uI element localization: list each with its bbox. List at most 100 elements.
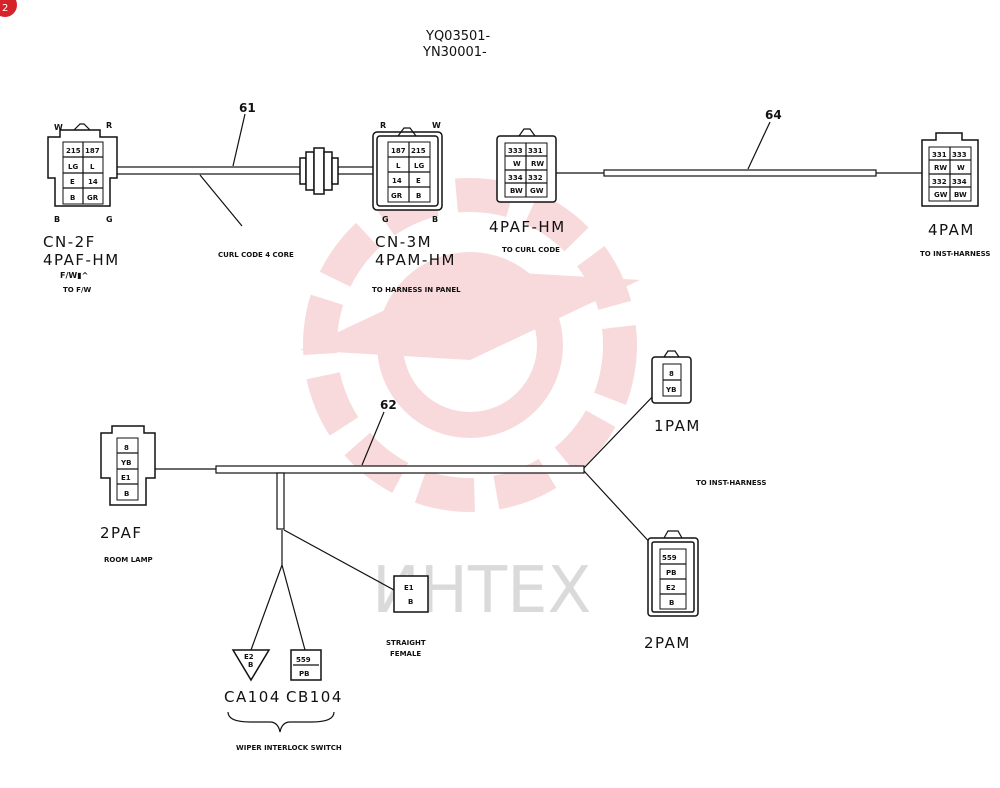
grommet-part — [305, 151, 315, 191]
connector-1pam-type: 1PAM — [654, 417, 701, 435]
wire-number-62: 62 — [380, 398, 397, 412]
leader-62 — [361, 411, 385, 466]
label-female: FEMALE — [390, 650, 421, 658]
pin-label: 334 — [508, 174, 523, 182]
connector-ca104: E2 B — [231, 649, 271, 682]
header-line1: YQ03501- — [425, 29, 491, 44]
latch-icon — [397, 127, 417, 137]
pin-label: 331 — [932, 151, 947, 159]
pin-label: 559 — [662, 554, 677, 562]
wire-to-cb104 — [281, 564, 306, 651]
header-line2: YN30001- — [422, 45, 487, 60]
label-wiper-interlock: WIPER INTERLOCK SWITCH — [236, 744, 342, 752]
connector-4paf-hm: 333 331 W RW 334 332 BW GW — [496, 128, 557, 203]
connector-cb104-type: CB104 — [286, 688, 343, 706]
brace-icon — [227, 711, 335, 733]
pin-label: E2 — [244, 653, 254, 661]
corner-badge-text: 2 — [2, 3, 8, 14]
pin-label: W — [513, 160, 521, 168]
pin-label: GR — [391, 192, 403, 200]
pin-label: PB — [299, 670, 309, 678]
connector-cn-2f: 215 187 LG L E 14 B GR — [47, 123, 118, 207]
pin-label: 215 — [66, 147, 81, 155]
leader-61 — [232, 113, 246, 167]
cn-2f-dest: TO F/W — [63, 286, 92, 294]
connector-4pam-type: 4PAM — [928, 221, 975, 239]
pin-label: B — [669, 599, 674, 607]
label-to-inst-harness-a: TO INST-HARNESS — [920, 250, 990, 258]
harness-61 — [115, 147, 375, 195]
connector-cb104: 559 PB — [290, 649, 322, 681]
label-straight: STRAIGHT — [386, 639, 426, 647]
pin-label: YB — [120, 459, 131, 467]
pin-label: GW — [934, 191, 948, 199]
pin-label: RW — [934, 164, 947, 172]
connector-ca104-type: CA104 — [224, 688, 281, 706]
pin-label: YB — [665, 386, 676, 394]
cn-2f-mark-tl: W — [54, 123, 63, 132]
cn-3m-mark-bl: G — [382, 215, 389, 224]
wire-to-2pam — [583, 470, 655, 548]
connector-cn-3m: 187 215 L LG 14 E GR B — [372, 127, 443, 211]
leader-64 — [747, 121, 771, 170]
harness-62 — [215, 465, 585, 474]
latch-icon — [663, 350, 680, 358]
pin-label: 14 — [392, 177, 402, 185]
grommet-part — [299, 157, 307, 185]
pin-label: E1 — [404, 584, 414, 592]
label-to-harness-panel: TO HARNESS IN PANEL — [372, 286, 461, 294]
pin-label: LG — [414, 162, 424, 170]
label-curl-code: CURL CODE 4 CORE — [218, 251, 294, 259]
pin-label: GW — [530, 187, 544, 195]
pin-label: 14 — [88, 178, 98, 186]
pin-label: E1 — [121, 474, 131, 482]
corner-badge: 2 — [0, 0, 17, 17]
pin-label: E — [416, 177, 421, 185]
cn-2f-mark-bl: B — [54, 215, 60, 224]
watermark — [300, 178, 640, 512]
label-to-curl-code: TO CURL CODE — [502, 246, 560, 254]
cn-2f-type: 4PAF-HM — [43, 251, 120, 269]
cn-2f-mark-tr: R — [106, 121, 112, 130]
pin-label: B — [408, 598, 413, 606]
pin-label: GR — [87, 194, 99, 202]
latch-icon — [518, 128, 536, 137]
label-to-inst-harness-b: TO INST-HARNESS — [696, 479, 766, 487]
harness-64 — [603, 169, 877, 177]
pin-label: BW — [954, 191, 967, 199]
latch-icon — [663, 530, 683, 539]
pin-label: PB — [666, 569, 676, 577]
pin-label: 333 — [952, 151, 967, 159]
pin-label: B — [70, 194, 75, 202]
pin-label: W — [957, 164, 965, 172]
connector-1pam: 8 YB — [651, 350, 692, 404]
connector-2paf-type: 2PAF — [100, 524, 143, 542]
watermark-wrench — [300, 270, 640, 360]
connector-4pam: 331 333 RW W 332 334 GW BW — [921, 132, 979, 207]
pin-label: BW — [510, 187, 523, 195]
connector-2pam-type: 2PAM — [644, 634, 691, 652]
cn-2f-mark-br: G — [106, 215, 113, 224]
pin-label: B — [124, 490, 129, 498]
pin-label: B — [248, 661, 253, 669]
cn-3m-mark-tl: R — [380, 121, 386, 130]
connector-4paf-hm-type: 4PAF-HM — [489, 218, 566, 236]
pin-label: 559 — [296, 656, 311, 664]
pin-label: 8 — [669, 370, 674, 378]
wire-to-ca104 — [250, 564, 283, 651]
latch-icon — [73, 123, 91, 131]
wire-number-61: 61 — [239, 101, 256, 115]
pin-label: 215 — [411, 147, 426, 155]
pin-label: B — [416, 192, 421, 200]
pin-label: L — [90, 163, 95, 171]
pin-label: E — [70, 178, 75, 186]
pin-label: E2 — [666, 584, 676, 592]
pin-label: RW — [531, 160, 544, 168]
connector-2paf: 8 YB E1 B — [100, 425, 156, 506]
connector-2pam: 559 PB E2 B — [647, 530, 699, 617]
pin-label: 8 — [124, 444, 129, 452]
grommet-part — [313, 147, 325, 195]
cn-3m-name: CN-3M — [375, 233, 432, 251]
pin-label: 332 — [932, 178, 947, 186]
